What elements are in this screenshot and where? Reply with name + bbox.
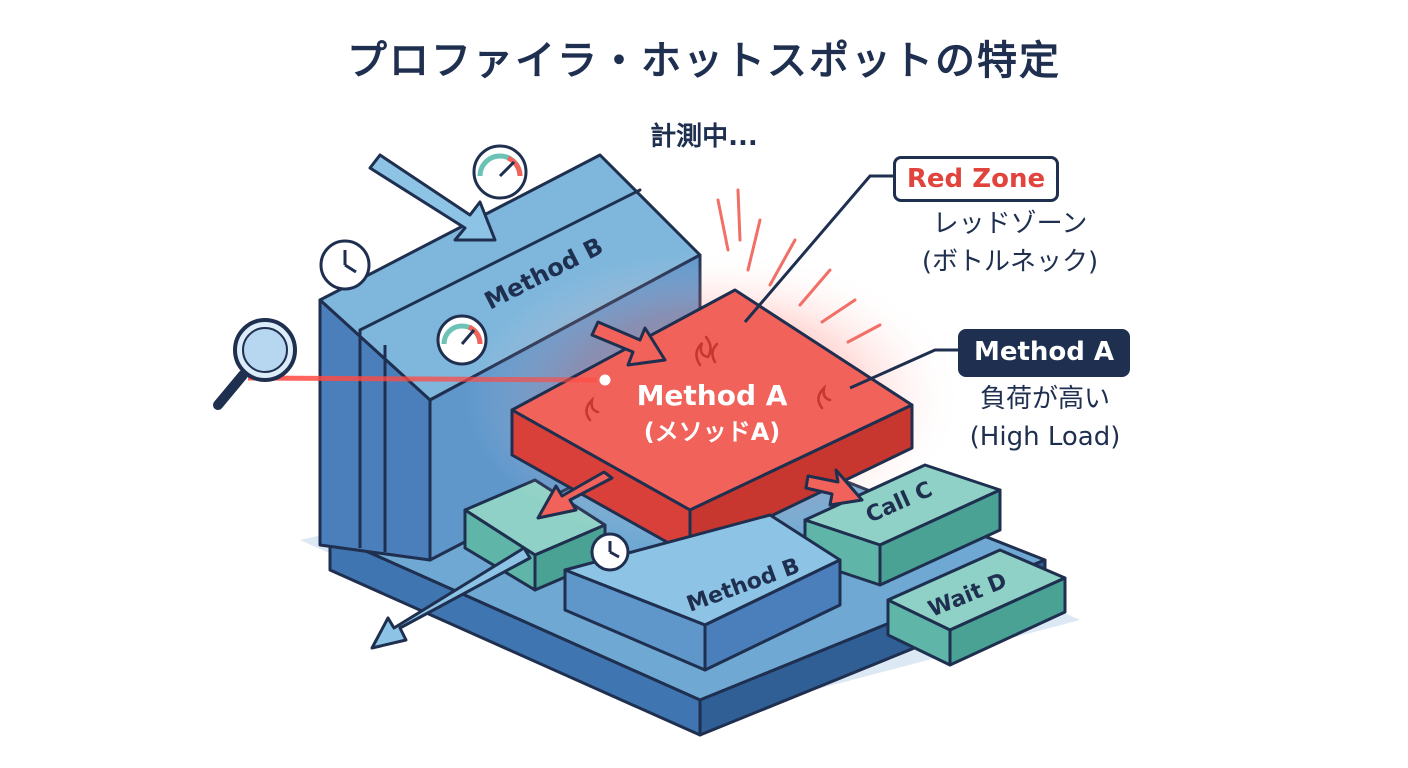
method-a-line2: (High Load) [969, 422, 1121, 452]
method-a-callout-text: 負荷が高い (High Load) [940, 380, 1150, 456]
red-zone-line2: (ボトルネック) [921, 247, 1099, 277]
method-a-callout-label: Method A [958, 329, 1130, 377]
red-zone-callout-label: Red Zone [893, 156, 1059, 202]
clock-icon [590, 532, 630, 572]
gauge-icon [472, 144, 528, 200]
method-b-low-block [563, 513, 842, 672]
method-a-leader [849, 348, 958, 390]
red-zone-callout-text: レッドゾーン (ボトルネック) [890, 205, 1130, 281]
magnifier-icon [213, 318, 297, 410]
red-zone-leader [743, 174, 893, 323]
status-subtitle: 計測中... [650, 122, 758, 152]
teal-left-block [463, 478, 607, 592]
clock-icon [319, 239, 371, 291]
heat-rays [716, 188, 882, 344]
method-a-main-label: Method A [637, 379, 788, 412]
gauge-icon [436, 314, 488, 366]
laser-point [596, 371, 614, 389]
wait-d-block [886, 548, 1067, 667]
flame-icon [585, 335, 832, 422]
page-title: プロファイラ・ホットスポットの特定 [347, 38, 1061, 84]
method-a-sub-label: (メソッドA) [644, 418, 781, 446]
call-c-block [803, 463, 1002, 587]
arrow-icon [368, 153, 864, 650]
red-zone-line1: レッドゾーン [932, 209, 1088, 239]
profiler-laser [247, 375, 606, 383]
method-a-line1: 負荷が高い [979, 384, 1110, 414]
